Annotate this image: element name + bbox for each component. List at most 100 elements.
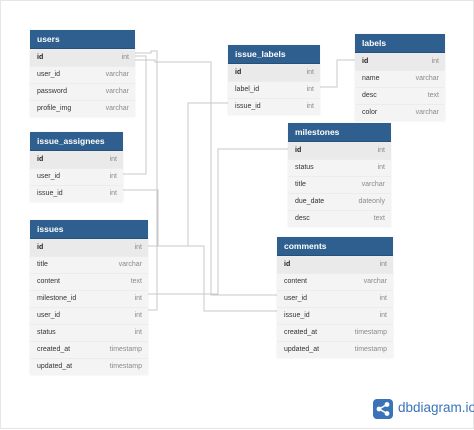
field-type: int [134,312,142,319]
table-header[interactable]: milestones [288,123,391,142]
table-header[interactable]: issue_labels [228,45,320,64]
field-name: label_id [235,86,260,93]
field-name: issue_id [235,103,261,110]
field-name: id [37,156,44,163]
field-type: dateonly [358,198,385,205]
field-type: int [306,69,314,76]
field-name: updated_at [37,363,73,370]
field-type: varchar [415,109,439,116]
field-name: title [37,261,48,268]
field-name: id [295,147,302,154]
table-header[interactable]: comments [277,237,393,256]
field-row[interactable]: issue_id int [228,98,320,115]
field-name: id [284,261,291,268]
field-type: int [109,190,117,197]
table-header[interactable]: issue_assignees [30,132,123,151]
field-name: user_id [37,71,60,78]
field-row[interactable]: content varchar [277,273,393,290]
relationship-line [148,102,228,247]
field-row[interactable]: user_id int [277,290,393,307]
field-type: int [121,54,129,61]
field-type: int [431,58,439,65]
field-row[interactable]: created_at timestamp [277,324,393,341]
field-name: user_id [37,312,60,319]
field-type: varchar [363,278,387,285]
field-row[interactable]: user_id varchar [30,66,135,83]
field-name: profile_img [37,105,72,112]
field-type: varchar [361,181,385,188]
field-type: text [130,278,142,285]
brand-name: dbdiagram.io [398,400,474,415]
field-row[interactable]: id int [30,151,123,168]
field-row[interactable]: id int [30,49,135,66]
relationship-line [320,59,355,88]
field-name: due_date [295,198,325,205]
field-name: id [235,69,242,76]
field-type: timestamp [354,329,387,336]
field-name: created_at [284,329,318,336]
relationship-line [135,59,277,296]
field-type: int [134,295,142,302]
field-row[interactable]: due_date dateonly [288,193,391,210]
field-type: varchar [105,71,129,78]
field-type: varchar [105,105,129,112]
field-row[interactable]: id int [228,64,320,81]
field-type: int [379,295,387,302]
table-header[interactable]: issues [30,220,148,239]
field-name: issue_id [37,190,63,197]
field-type: int [134,244,142,251]
field-type: varchar [415,75,439,82]
field-name: content [284,278,307,285]
relationship-line [148,148,288,295]
field-row[interactable]: profile_img varchar [30,100,135,117]
field-row[interactable]: updated_at timestamp [30,358,148,375]
field-row[interactable]: issue_id int [30,185,123,202]
field-row[interactable]: title varchar [288,176,391,193]
field-row[interactable]: content text [30,273,148,290]
field-name: issue_id [284,312,310,319]
field-type: timestamp [109,363,142,370]
field-type: int [306,103,314,110]
field-type: int [109,156,117,163]
relationship-line [123,55,147,175]
field-name: user_id [284,295,307,302]
field-name: content [37,278,60,285]
field-name: name [362,75,380,82]
field-name: created_at [37,346,71,353]
table-header[interactable]: users [30,30,135,49]
field-name: desc [362,92,377,99]
field-name: id [37,54,44,61]
table-header[interactable]: labels [355,34,445,53]
field-name: password [37,88,67,95]
field-type: int [109,173,117,180]
relationship-line [148,245,277,312]
field-row[interactable]: user_id int [30,307,148,324]
field-row[interactable]: name varchar [355,70,445,87]
field-name: title [295,181,306,188]
